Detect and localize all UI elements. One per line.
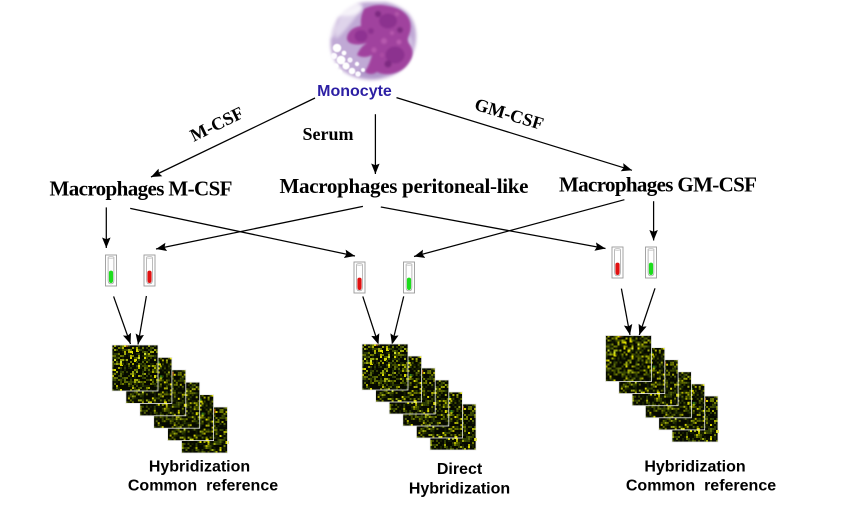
svg-text:Hybridization: Hybridization <box>149 459 250 476</box>
svg-text:Hybridization: Hybridization <box>644 459 745 476</box>
svg-text:Common reference: Common reference <box>128 478 278 495</box>
svg-text:Macrophages M-CSF: Macrophages M-CSF <box>50 176 233 200</box>
svg-text:Common reference: Common reference <box>626 478 776 495</box>
svg-text:Macrophages peritoneal-like: Macrophages peritoneal-like <box>280 174 529 198</box>
svg-text:Serum: Serum <box>303 124 354 144</box>
svg-text:Direct: Direct <box>437 461 483 478</box>
svg-text:Macrophages GM-CSF: Macrophages GM-CSF <box>559 173 757 197</box>
svg-text:Hybridization: Hybridization <box>409 481 510 498</box>
svg-text:Monocyte: Monocyte <box>317 83 392 100</box>
